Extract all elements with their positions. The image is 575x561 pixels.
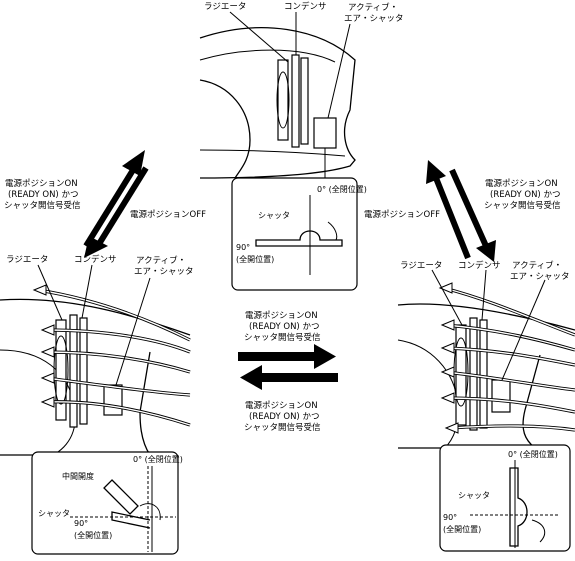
condition-center-top: 電源ポジションON (READY ON) かつ シャッタ開信号受信 [244,311,321,343]
condition-right-off: 電源ポジションOFF [364,210,440,220]
closed-angle-label-top: 0° (全閉位置) [317,184,367,194]
right-panel-open-state: ラジエータ コンデンサ アクティブ・ エア・シャッタ 0° (全閉位置) シャッ… [397,260,575,552]
condenser-label-left: コンデンサ [74,254,117,265]
arrow-top-to-left [84,166,149,258]
condenser-top [291,54,300,148]
shutter-detail-open: 0° (全閉位置) シャッタ 90° (全開位置) [439,444,571,552]
active-shutter-label-right-1: アクティブ・ [512,260,562,271]
closed-angle-label-right: 0° (全閉位置) [508,449,558,459]
radiator-left [55,319,67,421]
cond-right-line1: 電源ポジションON [485,179,558,189]
radiator-label-top: ラジエータ [204,2,246,12]
arrow-left-to-right [238,344,336,369]
active-shutter-label-left-1: アクティブ・ [136,255,186,266]
radiator-label-left: ラジエータ [6,255,48,265]
cond-center-bottom-line3: シャッタ開信号受信 [244,422,321,433]
cond-center-top-line1: 電源ポジションON [245,311,318,321]
active-shutter-label-right-2: エア・シャッタ [510,272,570,282]
shutter-closed-top [313,117,337,149]
condenser-label-top: コンデンサ [284,1,327,12]
arrow-right-to-left [240,365,338,390]
shutter-open-right [491,379,511,413]
arrow-left-to-top [83,150,145,248]
radiator-top [277,59,289,141]
airflow-arrows-left [32,284,191,427]
open-position-label-left: (全開位置) [74,530,112,540]
open-position-label-top: (全開位置) [236,254,274,264]
cond-right-line2: (READY ON) かつ [490,190,560,200]
left-panel-intermediate-state: ラジエータ コンデンサ アクティブ・ エア・シャッタ 0° (全閉位置) 中間開… [0,254,194,555]
top-panel-closed-state: ラジエータ コンデンサ アクティブ・ エア・シャッタ 0° (全閉位置) シャッ… [199,1,404,291]
condition-left-on: 電源ポジションON (READY ON) かつ シャッタ開信号受信 [4,179,81,211]
arrow-right-to-top [426,160,471,260]
condition-center-bottom: 電源ポジションON (READY ON) かつ シャッタ開信号受信 [244,401,321,433]
cond-left-line3: シャッタ開信号受信 [4,200,81,211]
cond-center-top-line2: (READY ON) かつ [249,322,319,332]
shutter-detail-intermediate: 0° (全閉位置) 中間開度 シャッタ 90° (全開位置) [31,451,183,555]
shutter-label-top: シャッタ [258,211,290,220]
condenser-left [69,314,78,428]
condition-left-off: 電源ポジションOFF [130,210,206,220]
cond-center-bottom-line2: (READY ON) かつ [249,412,319,422]
active-shutter-label-top-2: エア・シャッタ [344,14,404,24]
shutter-label-left: シャッタ [38,509,70,518]
condition-right-on: 電源ポジションON (READY ON) かつ シャッタ開信号受信 [484,179,561,211]
transition-arrows [83,150,496,390]
shutter-label-right: シャッタ [458,491,490,500]
condenser-label-right: コンデンサ [458,260,501,271]
arrow-top-to-right [449,168,496,262]
open-angle-label-left: 90° [74,519,88,528]
cond-left-line1: 電源ポジションON [5,179,78,189]
active-shutter-label-top-1: アクティブ・ [348,2,398,13]
open-angle-label-right: 90° [443,513,457,522]
closed-angle-label-left: 0° (全閉位置) [133,454,183,464]
open-position-label-right: (全開位置) [443,524,481,534]
airflow-arrows-right [438,282,575,434]
radiator-label-right: ラジエータ [400,261,442,271]
cond-left-line2: (READY ON) かつ [8,190,78,200]
active-shutter-label-left-2: エア・シャッタ [134,267,194,277]
intermediate-label: 中間開度 [62,471,94,481]
open-angle-label-top: 90° [236,243,250,252]
cond-right-line3: シャッタ開信号受信 [484,200,561,211]
cond-center-top-line3: シャッタ開信号受信 [244,332,321,343]
cond-center-bottom-line1: 電源ポジションON [245,401,318,411]
shutter-partial-left [103,384,123,416]
shutter-detail-closed: 0° (全閉位置) シャッタ 90° (全開位置) [231,177,367,291]
